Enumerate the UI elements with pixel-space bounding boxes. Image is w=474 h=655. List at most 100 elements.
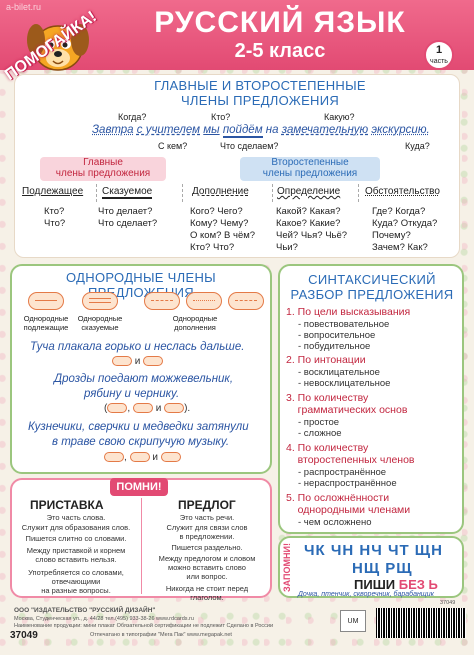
syntax-sub: - побудительное bbox=[298, 341, 371, 352]
printer-info: Отпечатано в типографии "Мега Пак" www.m… bbox=[90, 632, 232, 638]
column-head-podlezhashchee: Подлежащее bbox=[22, 186, 84, 197]
preposition-rule-2: Служит для связи слов в предложении. bbox=[166, 523, 248, 541]
column-divider bbox=[96, 184, 97, 202]
scheme-oval-icon bbox=[160, 452, 181, 463]
letter-combos-row2: НЩ РЩ bbox=[352, 560, 413, 577]
syntax-sub: - распространённое bbox=[298, 467, 387, 478]
prefix-rule-3: Пишется слитно со словами. bbox=[25, 534, 127, 543]
scheme-3: , и bbox=[104, 452, 181, 463]
column-head-dopolnenie: Дополнение bbox=[192, 186, 249, 197]
syntax-sub: - восклицательное bbox=[298, 367, 380, 378]
part-label: часть bbox=[430, 58, 448, 65]
oval-subject-icon bbox=[28, 292, 64, 310]
column-divider bbox=[182, 184, 183, 202]
scheme-oval-icon bbox=[104, 452, 124, 463]
letters-card bbox=[278, 536, 464, 598]
question-kogda: Когда? bbox=[118, 112, 147, 122]
question-kakuyu: Какую? bbox=[324, 112, 355, 122]
sentence-word-ekskursiyu: экскурсию. bbox=[371, 124, 430, 136]
oval-object-icon bbox=[144, 292, 180, 310]
letter-examples: Дочка, птенчик, скворечник, барабанщик bbox=[298, 591, 434, 598]
product-code: 37049 bbox=[10, 630, 38, 641]
scheme-2-close: ). bbox=[184, 403, 191, 414]
remember-divider bbox=[141, 498, 142, 594]
zapomni-label: ЗАПОМНИ! bbox=[282, 543, 292, 593]
prefix-heading: ПРИСТАВКА bbox=[30, 498, 104, 512]
syntax-item-2: 2. По интонации bbox=[286, 354, 366, 366]
remember-title: ПОМНИ! bbox=[110, 478, 168, 496]
homogeneous-sentence-2-line2: рябину и чернику. bbox=[84, 388, 180, 400]
column-head-skazuemoe: Сказуемое bbox=[102, 186, 153, 199]
sentence-word-poydyom: пойдём bbox=[222, 124, 263, 138]
barcode bbox=[376, 608, 466, 638]
write-without-label: ПИШИ БЕЗ Ь bbox=[354, 577, 438, 592]
barcode-code: 37049 bbox=[440, 600, 456, 606]
header-bg-text: a-bilet.ru bbox=[6, 2, 42, 12]
scheme-oval-icon bbox=[107, 403, 128, 414]
preposition-rule-3: Пишется раздельно. bbox=[171, 543, 243, 552]
um-badge: UM bbox=[340, 610, 366, 632]
soft-sign: Ь bbox=[428, 577, 438, 592]
letter-combos-row1: ЧК ЧН НЧ ЧТ ЩН bbox=[304, 542, 443, 559]
prefix-rule-2: Служит для образования слов. bbox=[21, 523, 131, 532]
sentence-word-na: на bbox=[265, 124, 279, 136]
column-questions-skazuemoe: Что делает? Что сделает? bbox=[98, 206, 158, 229]
preposition-rule-4: Между предлогом и словом можно вставить … bbox=[158, 554, 256, 581]
column-questions-obstoyatelstvo: Где? Когда? Куда? Откуда? Почему? Зачем?… bbox=[372, 206, 438, 253]
syntax-item-5: 5. По осложнённости однородными членами bbox=[286, 492, 411, 516]
prefix-rule-4: Между приставкой и корнем слово вставить… bbox=[26, 546, 126, 564]
group-main-members: Главные члены предложения bbox=[40, 157, 166, 181]
prefix-rule-5: Употребляется со словами, отвечающими на… bbox=[28, 568, 124, 595]
column-head-opredelenie: Определение bbox=[277, 186, 341, 197]
scheme-oval-icon bbox=[129, 452, 150, 463]
group-secondary-members: Второстепенные члены предложения bbox=[240, 157, 380, 181]
preposition-rule-5: Никогда не стоит перед глаголом. bbox=[165, 584, 249, 602]
sentence-word-s-uchitelem: с учителем bbox=[136, 124, 201, 136]
column-questions-podlezhashchee: Кто? Что? bbox=[44, 206, 66, 229]
part-number: 1 bbox=[435, 44, 443, 56]
publisher-name: ООО "ИЗДАТЕЛЬСТВО "РУССКИЙ ДИЗАЙН" bbox=[14, 607, 156, 614]
caption-homogeneous-subjects: Однородные подлежащие bbox=[23, 314, 69, 332]
oval-object-icon-2 bbox=[228, 292, 264, 310]
example-sentence: Завтра с учителем мы пойдём на замечател… bbox=[92, 124, 430, 138]
column-divider bbox=[358, 184, 359, 202]
sentence-word-zamechatelnuyu: замечательную bbox=[281, 124, 369, 136]
homogeneous-sentence-2-line1: Дрозды поедают можжевельник, bbox=[54, 373, 234, 385]
sentence-word-zavtra: Завтра bbox=[92, 124, 134, 136]
oval-predicate-icon bbox=[82, 292, 118, 310]
preposition-rule-1: Это часть речи. bbox=[179, 513, 235, 522]
homogeneous-sentence-3-line2: в траве свою скрипучую музыку. bbox=[52, 436, 230, 448]
column-questions-dopolnenie: Кого? Чего? Кому? Чему? О ком? В чём? Кт… bbox=[190, 206, 256, 253]
scheme-2-and: и bbox=[155, 403, 162, 414]
prefix-rule-1: Это часть слова. bbox=[46, 513, 106, 522]
publisher-address: Москва, Студенческая ул., д. 44/28 тел.(… bbox=[14, 616, 194, 622]
pishi-word: ПИШИ bbox=[354, 577, 396, 592]
scheme-1-conjunction: и bbox=[134, 356, 141, 367]
bez-word: БЕЗ bbox=[398, 577, 425, 592]
syntax-sub: - простое bbox=[298, 417, 340, 428]
sentence-word-my: мы bbox=[203, 124, 220, 136]
dog-logo-icon bbox=[27, 24, 89, 71]
column-questions-opredelenie: Какой? Какая? Какое? Какие? Чей? Чья? Чь… bbox=[276, 206, 348, 253]
syntax-item-4: 4. По количеству второстепенных членов bbox=[286, 442, 415, 466]
preposition-heading: ПРЕДЛОГ bbox=[178, 498, 236, 512]
syntax-sub: - невосклицательное bbox=[298, 378, 391, 389]
column-head-obstoyatelstvo: Обстоятельство bbox=[365, 186, 440, 197]
question-chto-sdelaem: Что сделаем? bbox=[220, 141, 279, 151]
members-title-line1: ГЛАВНЫЕ И ВТОРОСТЕПЕННЫЕ bbox=[154, 78, 366, 93]
homogeneous-sentence-1: Туча плакала горько и неслась дальше. bbox=[30, 341, 245, 353]
scheme-oval-icon bbox=[164, 403, 185, 414]
syntax-card bbox=[278, 264, 464, 534]
syntax-sub: - вопросительное bbox=[298, 330, 376, 341]
page-title: РУССКИЙ ЯЗЫК bbox=[154, 6, 406, 39]
part-badge: 1 часть bbox=[424, 40, 454, 70]
scheme-oval-icon bbox=[143, 356, 164, 367]
scheme-2-open: ( bbox=[104, 403, 108, 414]
publisher-certification: Наименование продукции: мини плакат Обяз… bbox=[14, 623, 274, 629]
scheme-2: (, и ). bbox=[104, 403, 191, 414]
caption-homogeneous-objects: Однородные дополнения bbox=[172, 314, 218, 332]
syntax-sub: - нераспространённое bbox=[298, 478, 397, 489]
syntax-sub: - повествовательное bbox=[298, 319, 390, 330]
syntax-sub: - чем осложнено bbox=[298, 517, 372, 528]
homogeneous-sentence-3-line1: Кузнечики, сверчки и медведки затянули bbox=[28, 421, 249, 433]
